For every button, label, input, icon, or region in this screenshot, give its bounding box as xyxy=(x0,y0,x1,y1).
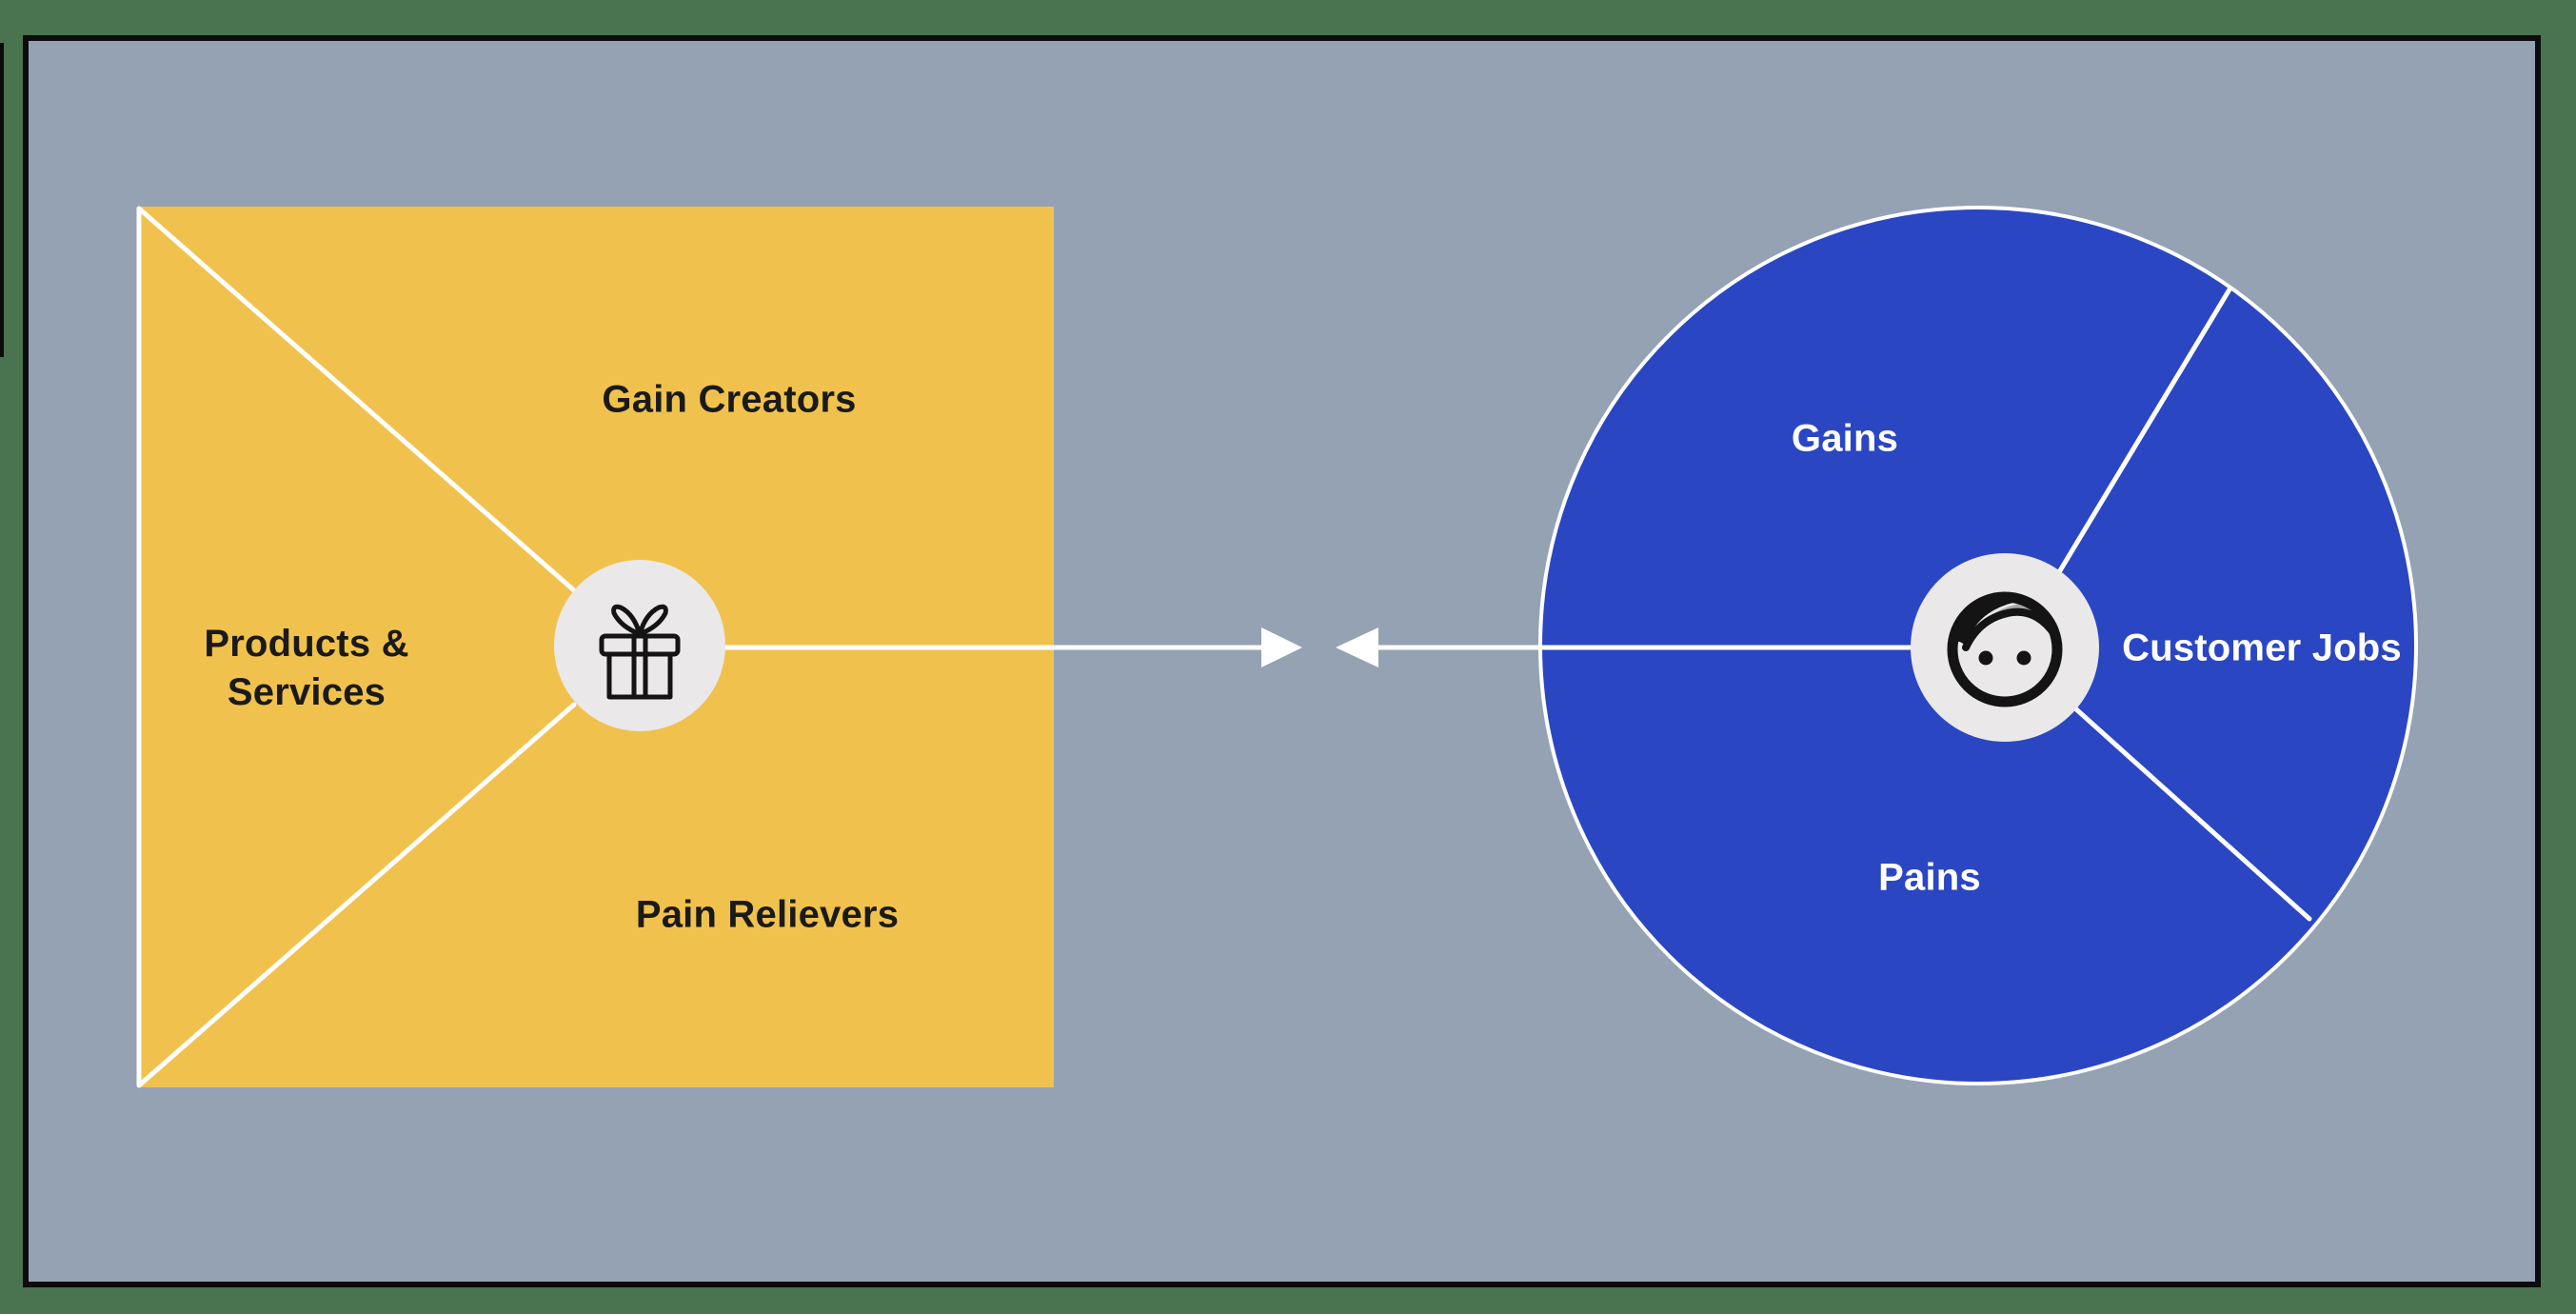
label-gain-creators: Gain Creators xyxy=(602,378,857,421)
value-map-lower-diagonal-line xyxy=(136,702,577,1088)
label-pains: Pains xyxy=(1878,856,1981,899)
value-map-upper-diagonal-line xyxy=(136,206,577,593)
right-arrowhead-icon xyxy=(1261,627,1302,667)
left-arrowhead-icon xyxy=(1336,627,1378,667)
face-icon xyxy=(1947,591,2063,707)
label-gains: Gains xyxy=(1791,417,1899,460)
screen-edge-artifact xyxy=(0,43,4,357)
profile-lower-divider-line xyxy=(2072,706,2312,922)
profile-upper-divider-line xyxy=(2056,287,2232,575)
label-customer-jobs: Customer Jobs xyxy=(2122,627,2402,669)
label-pain-relievers: Pain Relievers xyxy=(635,893,900,936)
gift-icon xyxy=(599,604,681,700)
value-map-hub-circle xyxy=(554,560,725,731)
label-products-services: Products & Services xyxy=(204,622,409,713)
customer-profile-hub-circle xyxy=(1911,553,2099,742)
